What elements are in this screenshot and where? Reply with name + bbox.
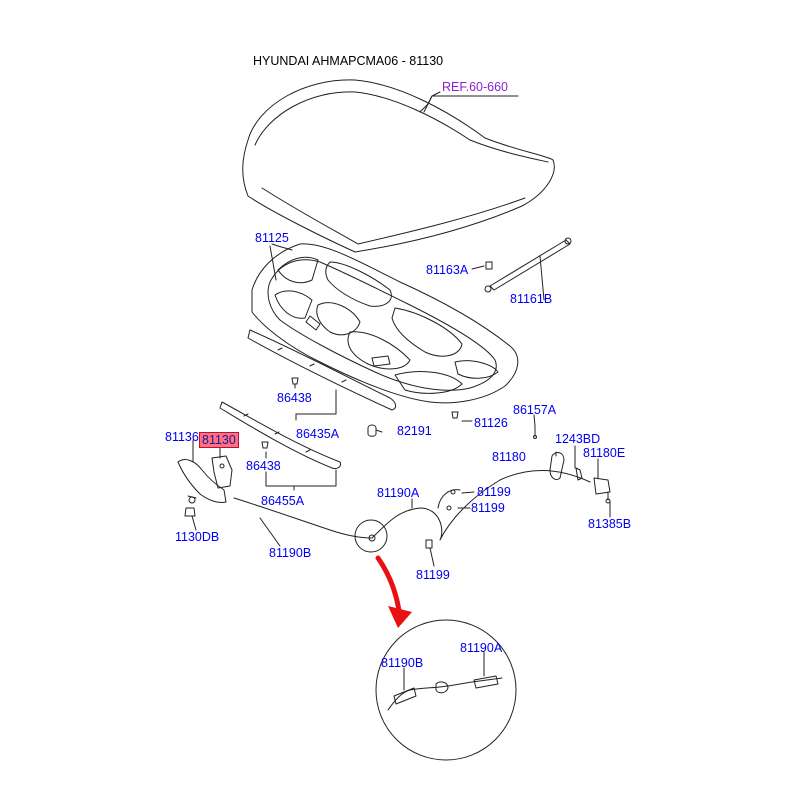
diagram-title: HYUNDAI AHMAPCMA06 - 81130 [253, 54, 444, 68]
part-label-1243BD: 1243BD [555, 432, 601, 446]
part-label-81136: 81136 [165, 430, 199, 444]
ref-label: REF.60-660 [442, 80, 509, 94]
part-label-81163A: 81163A [426, 263, 469, 277]
release-lever [549, 452, 611, 504]
part-label-86455A: 86455A [261, 494, 305, 508]
part-label-81126: 81126 [474, 416, 508, 430]
part-label-81385B: 81385B [588, 517, 632, 531]
part-label-81125: 81125 [255, 231, 289, 245]
part-label-86435A: 86435A [296, 427, 340, 441]
part-label-81190B: 81190B [269, 546, 312, 560]
part-label-1130DB: 1130DB [175, 530, 220, 544]
part-label-86438-bottom: 86438 [246, 459, 281, 473]
part-label-81190A: 81190A [377, 486, 420, 500]
part-label-86157A: 86157A [513, 403, 557, 417]
part-label-81180E: 81180E [583, 446, 626, 460]
part-label-86438-top: 86438 [277, 391, 312, 405]
hood-inner-panel [251, 243, 519, 404]
callout-arrow [354, 519, 412, 628]
detail-label-81190A: 81190A [460, 641, 503, 655]
detail-view [375, 619, 517, 761]
part-label-81199-2: 81199 [471, 501, 505, 515]
gas-strut [484, 237, 572, 293]
hood-lower-seal [219, 401, 341, 469]
hood-panel [242, 79, 555, 253]
part-label-81199-3: 81199 [416, 568, 450, 582]
part-label-81199-1: 81199 [477, 485, 511, 499]
part-label-81180: 81180 [492, 450, 526, 464]
part-label-81130-highlighted[interactable]: 81130 [199, 432, 239, 448]
leader-lines [191, 95, 611, 567]
part-label-82191: 82191 [397, 424, 432, 438]
release-cable [233, 470, 591, 549]
hood-seal [247, 329, 397, 411]
detail-label-81190B: 81190B [381, 656, 424, 670]
fasteners [184, 377, 537, 517]
hood-latch [177, 455, 233, 504]
part-label-81161B: 81161B [510, 292, 553, 306]
